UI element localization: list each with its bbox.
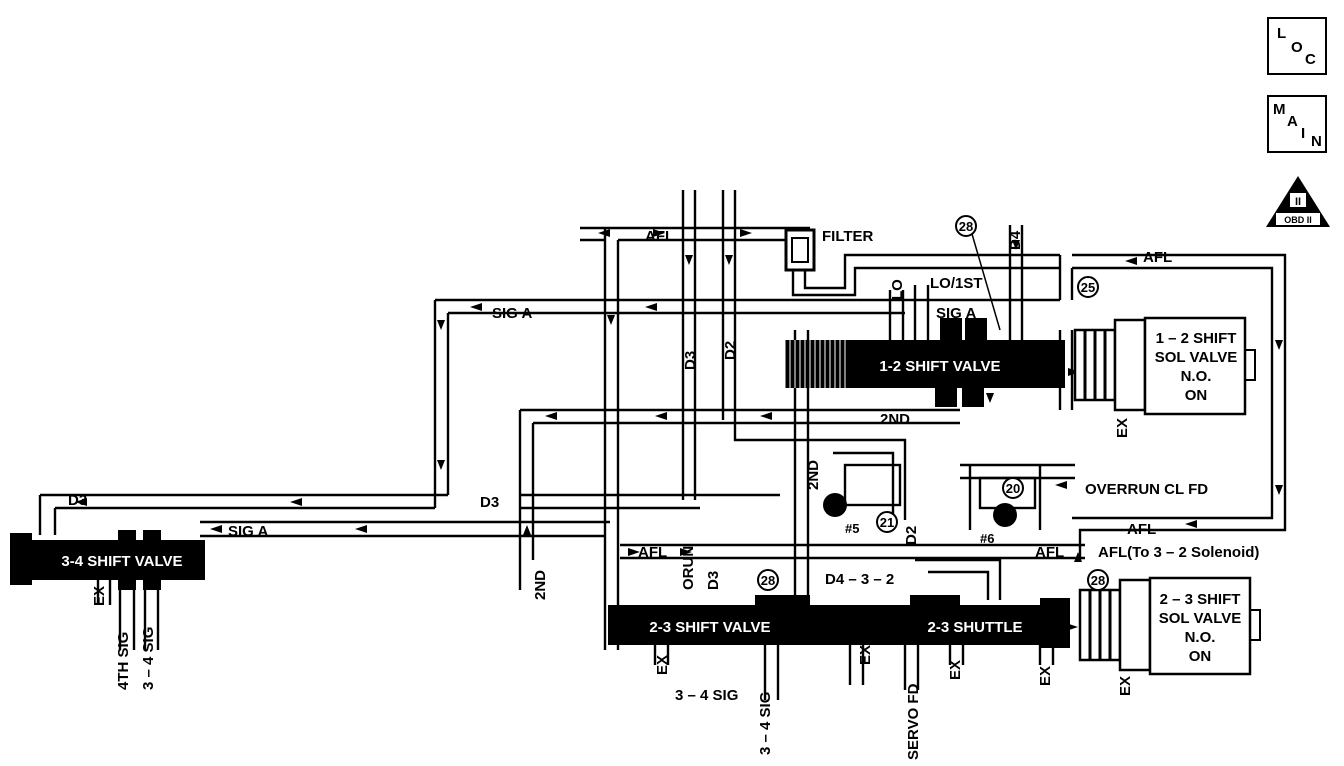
label-d3-low: D3 [705,571,722,590]
solenoid-12-line4: ON [1185,387,1208,404]
label-d4-vertical: D4 [1007,230,1024,250]
label-34-sig-vertical: 3 – 4 SIG [757,692,774,755]
callout-25: 25 [1081,280,1095,295]
solenoid-23-line1: 2 – 3 SHIFT [1160,591,1241,608]
label-2nd-h: 2ND [880,411,910,428]
label-ex-3: EX [857,645,874,665]
label-afl-c2: AFL [1127,521,1156,538]
flow-arrows [75,229,1283,631]
label-2nd-vertical: 2ND [532,570,549,600]
labels: AFL FILTER AFL LO/1ST SIG A SIG A SIG A … [68,228,1259,760]
label-2nd-diagonal: 2ND [805,460,822,490]
main-letter-i: I [1301,125,1306,142]
passages [38,190,1287,700]
obd-ii-roman: II [1295,196,1301,208]
check-ball-5-label: #5 [845,521,859,536]
label-sig-a-mid: SIG A [936,305,976,322]
loc-letter-o: O [1291,39,1303,56]
solenoid-12-line3: N.O. [1181,368,1212,385]
obd-ii-text: OBD II [1284,215,1312,225]
label-afl-c: AFL [1035,544,1064,561]
solenoid-23-line4: ON [1189,648,1212,665]
callout-21: 21 [880,515,894,530]
callout-28-top: 28 [959,219,973,234]
obd-ii-badge[interactable]: II OBD II [1266,176,1330,227]
label-afl-mid: AFL [638,544,667,561]
loc-button[interactable]: L O C [1267,17,1327,75]
label-4th-sig: 4TH SIG [115,632,132,690]
loc-letter-l: L [1277,25,1287,42]
main-letter-a: A [1287,113,1298,130]
shuttle-valve-23-label: 2-3 SHUTTLE [927,619,1022,636]
label-sig-a-left: SIG A [228,523,268,540]
check-ball-6-label: #6 [980,531,994,546]
solenoid-23-line3: N.O. [1185,629,1216,646]
solenoid-12-line2: SOL VALVE [1155,349,1238,366]
label-lo1st: LO/1ST [930,275,983,292]
label-ex-5: EX [1037,666,1054,686]
main-button[interactable]: M A I N [1267,95,1327,153]
label-filter: FILTER [822,228,874,245]
shift-valve-12[interactable]: 1-2 SHIFT VALVE [784,318,1065,407]
label-ex-7: EX [1117,676,1134,696]
solenoid-23[interactable]: 2 – 3 SHIFT SOL VALVE N.O. ON [1078,576,1261,676]
label-ex-6: EX [1114,418,1131,438]
check-ball-5[interactable]: #5 [823,463,902,536]
label-d-small: D [938,392,949,409]
label-afl-top: AFL [645,228,674,245]
callout-28-mid: 28 [761,573,775,588]
callouts: 28 25 21 20 28 28 [757,215,1109,591]
shift-valve-34[interactable]: 3-4 SHIFT VALVE [10,530,205,590]
solenoid-23-line2: SOL VALVE [1159,610,1242,627]
label-34-sig-left: 3 – 4 SIG [140,627,157,690]
label-lo-vertical: LO [889,279,906,300]
shift-valve-34-label: 3-4 SHIFT VALVE [61,553,182,570]
label-servo: SERVO FD [905,683,922,760]
loc-letter-c: C [1305,51,1316,68]
shift-valve-23-label: 2-3 SHIFT VALVE [649,619,770,636]
label-overrun: OVERRUN CL FD [1085,481,1208,498]
label-34-sig-bottom: 3 – 4 SIG [675,687,738,704]
label-d3-mid: D3 [480,494,499,511]
shift-valve-12-label: 1-2 SHIFT VALVE [879,358,1000,375]
shift-valve-23[interactable]: 2-3 SHIFT VALVE 2-3 SHUTTLE [608,595,1070,648]
solenoid-12[interactable]: 1 – 2 SHIFT SOL VALVE N.O. ON [1073,316,1256,416]
callout-28-right: 28 [1091,573,1105,588]
label-orun: ORUN [680,546,697,590]
label-afl-solenoid: AFL(To 3 – 2 Solenoid) [1098,544,1259,561]
main-letter-m: M [1273,101,1286,118]
label-d2-b: D2 [903,526,920,545]
check-ball-6[interactable]: #6 [978,476,1037,546]
label-d2-vertical: D2 [722,341,739,360]
solenoid-12-line1: 1 – 2 SHIFT [1156,330,1237,347]
label-d432: D4 – 3 – 2 [825,571,894,588]
callout-20: 20 [1006,481,1020,496]
filter-symbol [784,228,816,272]
label-ex-4: EX [947,660,964,680]
label-ex-2: EX [654,655,671,675]
main-letter-n: N [1311,133,1322,150]
label-d3-vertical: D3 [682,351,699,370]
label-d3-left: D3 [68,492,87,509]
label-sig-a-top: SIG A [492,305,532,322]
label-ex-1: EX [91,586,108,606]
label-afl-right: AFL [1143,249,1172,266]
